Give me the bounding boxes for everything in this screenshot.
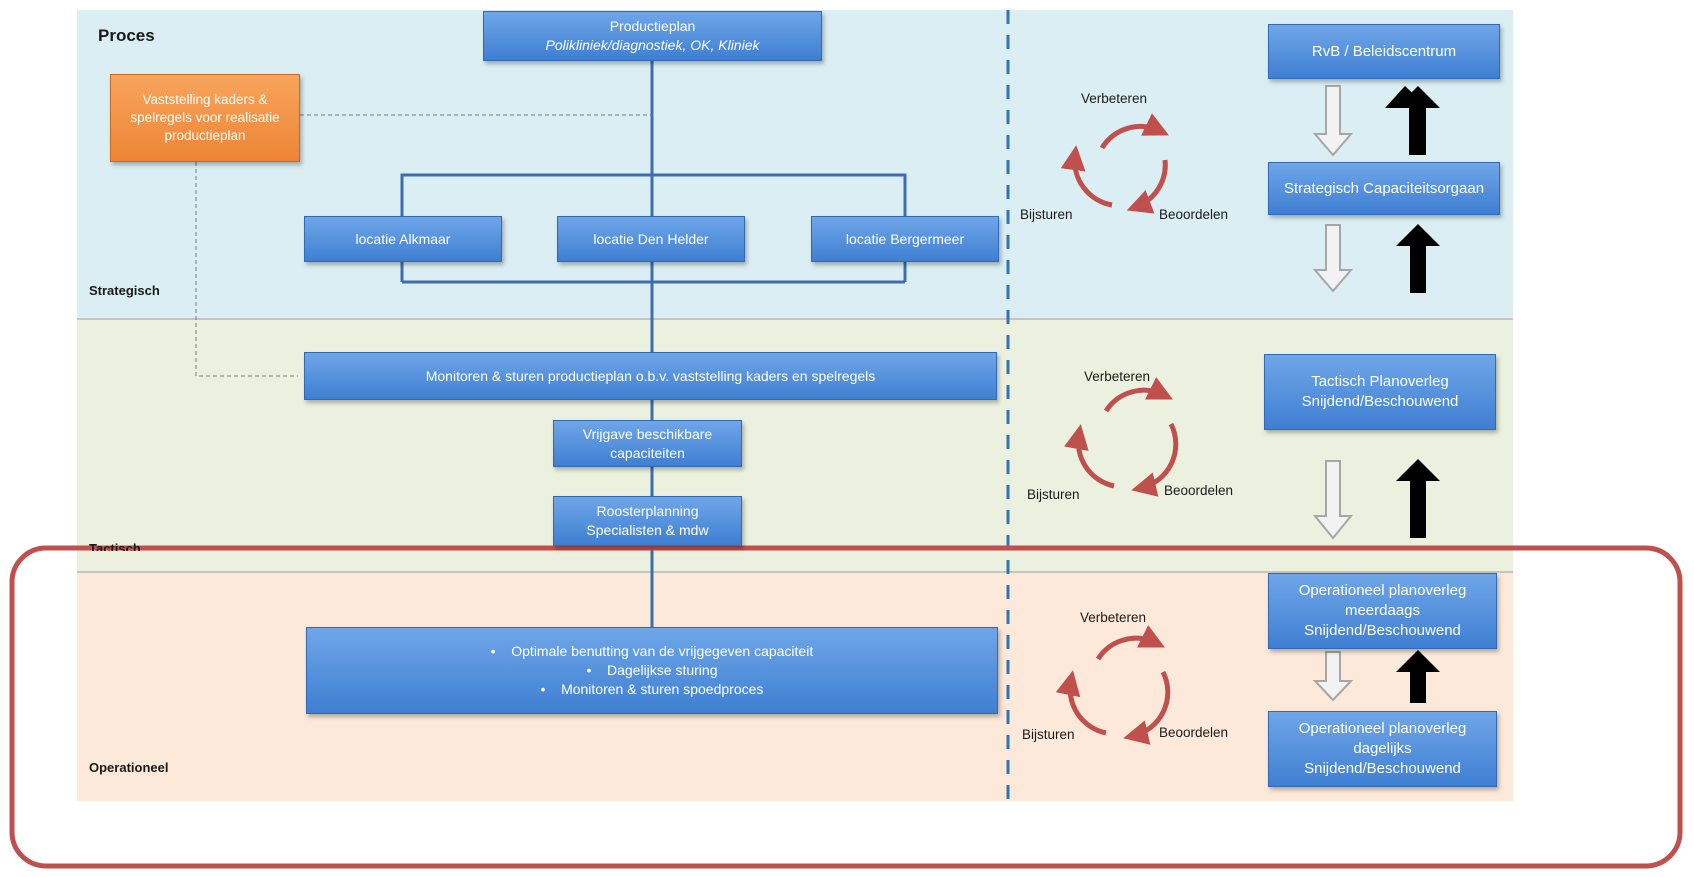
band-separator xyxy=(77,571,1513,573)
cycle-label-adjust: Bijsturen xyxy=(1027,487,1080,502)
operational-highlight xyxy=(9,545,1683,869)
process-connectors xyxy=(400,60,907,627)
up-arrows xyxy=(1385,86,1440,703)
locatie-bergermeer-box: locatie Bergermeer xyxy=(811,216,999,262)
productieplan-title: Productieplan xyxy=(609,18,696,34)
level-label-tactical: Tactisch xyxy=(89,541,141,551)
process-label: Proces xyxy=(98,26,155,45)
cycle-label-assess: Beoordelen xyxy=(1159,725,1229,740)
operational-list: Optimale benutting van de vrijgegeven ca… xyxy=(491,642,813,699)
productieplan-subtitle: Polikliniek/diagnostiek, OK, Kliniek xyxy=(545,37,760,53)
level-label-strategic: Strategisch xyxy=(89,283,160,298)
tactisch-planoverleg-box: Tactisch Planoverleg Snijdend/Beschouwen… xyxy=(1264,354,1496,430)
cycle-arrows-tactical xyxy=(1064,377,1179,497)
rvb-box: RvB / Beleidscentrum xyxy=(1268,24,1500,79)
cycle-label-assess: Beoordelen xyxy=(1164,483,1234,498)
operational-item: Monitoren & sturen spoedproces xyxy=(491,680,813,699)
operationeel-dagelijks-box: Operationeel planoverleg dagelijks Snijd… xyxy=(1268,711,1497,787)
dashed-link xyxy=(195,114,652,377)
cycle-arrows-strategic xyxy=(1060,113,1170,214)
operational-box: Optimale benutting van de vrijgegeven ca… xyxy=(306,627,998,714)
cycle-label-adjust: Bijsturen xyxy=(1022,727,1075,742)
productieplan-box: Productieplan Polikliniek/diagnostiek, O… xyxy=(483,11,822,61)
cycle-label-improve: Verbeteren xyxy=(1081,91,1148,106)
locatie-alkmaar-box: locatie Alkmaar xyxy=(304,216,502,262)
operational-item: Optimale benutting van de vrijgegeven ca… xyxy=(491,642,813,661)
roosterplanning-box: Roosterplanning Specialisten & mdw xyxy=(553,496,742,546)
level-label-operational: Operationeel xyxy=(89,760,169,775)
vaststelling-box: Vaststelling kaders & spelregels voor re… xyxy=(110,74,300,162)
down-arrows xyxy=(1312,85,1354,702)
cycle-label-assess: Beoordelen xyxy=(1159,207,1229,222)
monitoren-box: Monitoren & sturen productieplan o.b.v. … xyxy=(304,352,997,400)
band-separator xyxy=(77,318,1513,320)
locatie-den-helder-box: locatie Den Helder xyxy=(557,216,745,262)
vrijgave-box: Vrijgave beschikbare capaciteiten xyxy=(553,420,742,467)
cycle-label-improve: Verbeteren xyxy=(1084,369,1151,384)
operational-item: Dagelijkse sturing xyxy=(491,661,813,680)
cycle-label-adjust: Bijsturen xyxy=(1020,207,1073,222)
cycle-label-improve: Verbeteren xyxy=(1080,610,1147,625)
cycle-arrows-operational xyxy=(1055,625,1171,745)
operationeel-meerdaags-box: Operationeel planoverleg meerdaags Snijd… xyxy=(1268,573,1497,649)
strategisch-capaciteitsorgaan-box: Strategisch Capaciteitsorgaan xyxy=(1268,162,1500,215)
